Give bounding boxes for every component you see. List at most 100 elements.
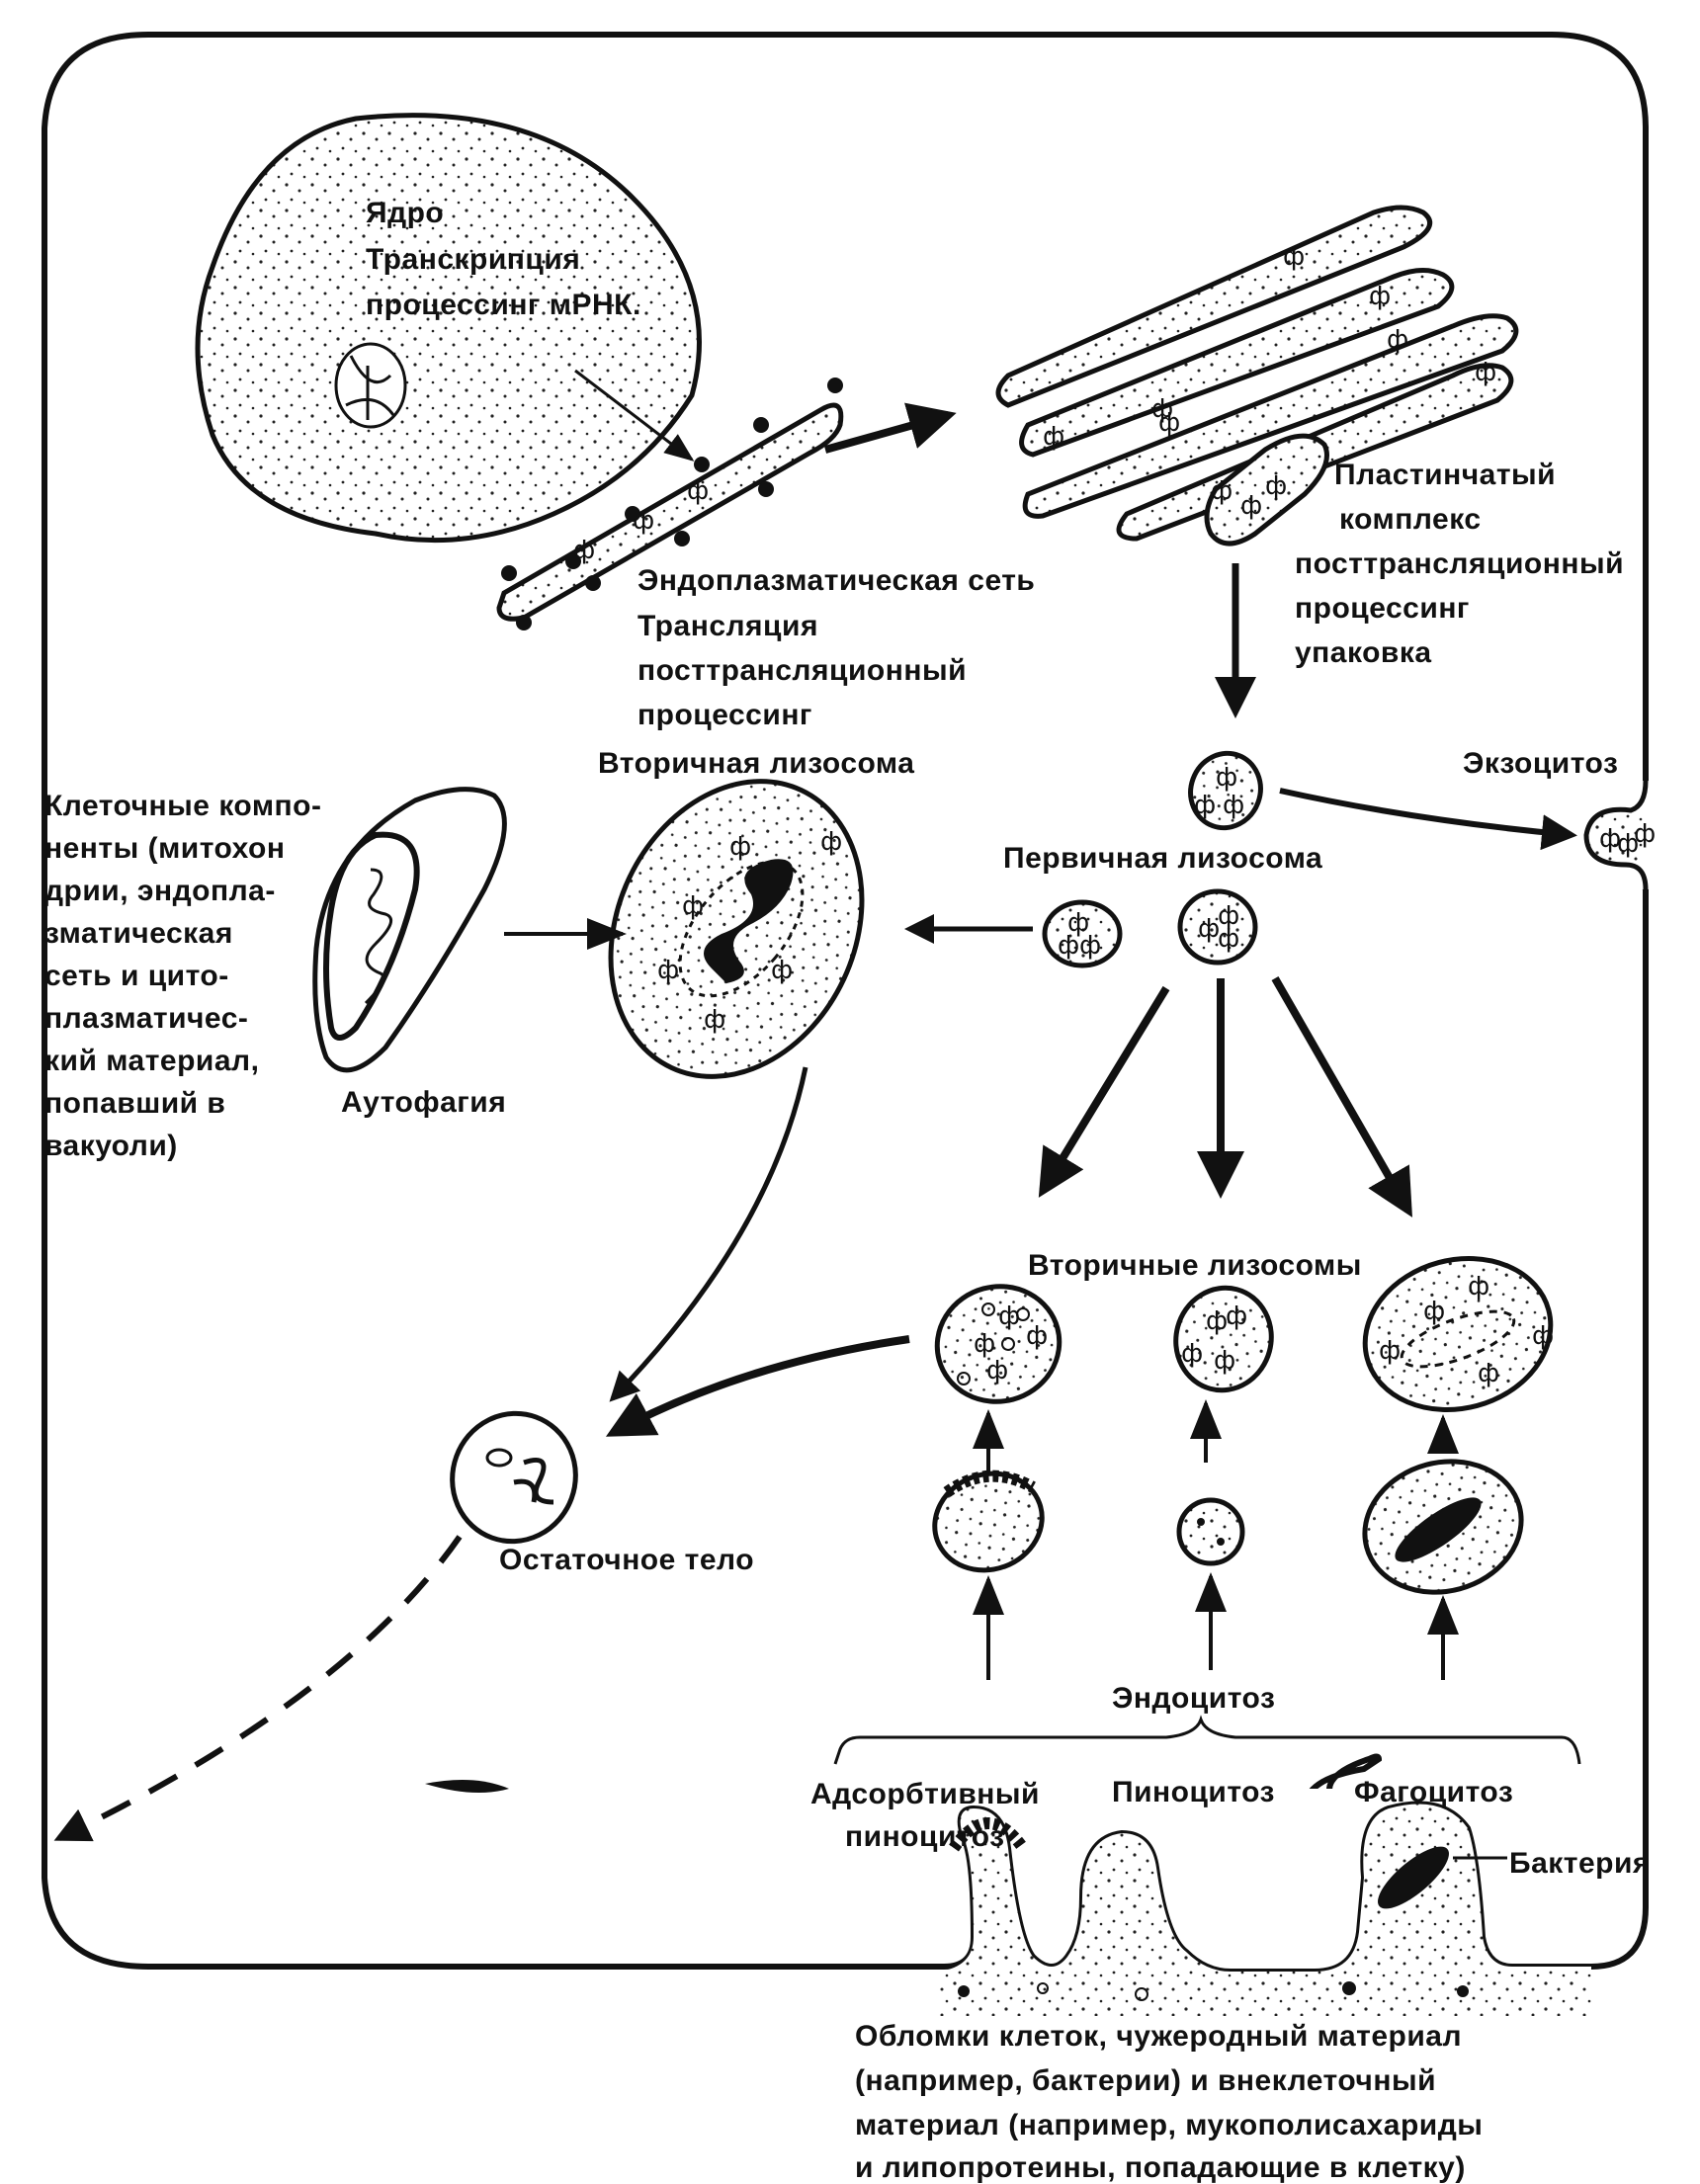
enzyme-symbol: ф	[820, 827, 842, 857]
secondary-lysosome-autophagy: ф ф ф ф ф ф	[608, 779, 865, 1079]
enzyme-symbol: ф	[1599, 824, 1621, 854]
primary-lysosome-left: ф ф ф	[1042, 899, 1123, 968]
enzyme-symbol: ф	[1468, 1272, 1489, 1302]
svg-text:попавший в: попавший в	[44, 1087, 225, 1120]
adsorptive-coat	[949, 1817, 1028, 1852]
enzyme-symbol: ф	[1634, 819, 1656, 849]
enzyme-symbol: ф	[687, 476, 709, 506]
bacterium-icon	[1378, 1846, 1449, 1909]
secondary-lysosome-pino: ф ф ф ф	[1173, 1285, 1274, 1393]
enzyme-symbol: ф	[771, 956, 793, 985]
enzyme-symbol: ф	[1216, 763, 1237, 793]
exocytosis-label: Экзоцитоз	[1463, 747, 1618, 780]
endocytic-vesicle-phago	[1362, 1459, 1524, 1595]
er-label: Эндоплазматическая сеть Трансляция постт…	[638, 564, 1035, 731]
svg-text:ненты (митохон: ненты (митохон	[44, 832, 285, 865]
endocytosis-bracket	[833, 1715, 1581, 1765]
bacterium-label: Бактерия	[1509, 1847, 1651, 1880]
svg-text:(например, бактерии) и внеклет: (например, бактерии) и внеклеточный	[855, 2064, 1436, 2097]
enzyme-symbol: ф	[1475, 358, 1496, 387]
nucleus-to-er-arrow	[574, 369, 695, 462]
exocytosis-vesicle	[1583, 780, 1649, 890]
enzyme-symbol: ф	[1423, 1297, 1445, 1326]
enzyme-symbol: ф	[1379, 1336, 1401, 1366]
endoplasmic-reticulum: ф ф ф	[496, 378, 844, 630]
exocytosis-dashed-path	[53, 1535, 463, 1842]
enzyme-symbol: ф	[1043, 422, 1064, 452]
endocytic-vesicle-adsorptive	[932, 1470, 1045, 1573]
svg-text:Пластинчатый: Пластинчатый	[1334, 459, 1556, 491]
enzyme-symbol: ф	[1181, 1339, 1203, 1369]
enzyme-symbol: ф	[974, 1329, 995, 1359]
svg-text:дрии, эндопла-: дрии, эндопла-	[44, 875, 276, 907]
nucleus-label: Ядро Транскрипция процессинг мРНК.	[366, 197, 641, 321]
enzyme-symbol: ф	[1532, 1321, 1554, 1351]
enzyme-symbol: ф	[1223, 791, 1244, 820]
svg-text:зматическая: зматическая	[44, 917, 233, 950]
enzyme-symbol: ф	[1369, 282, 1391, 311]
enzyme-symbol: ф	[573, 536, 595, 565]
enzyme-symbol: ф	[998, 1302, 1020, 1331]
secondary-lysosome-label: Вторичная лизосома	[598, 747, 914, 780]
cell-components-label: Клеточные компо- ненты (митохон дрии, эн…	[44, 790, 321, 1162]
autophagic-vacuole	[312, 787, 507, 1073]
secondary-lysosomes-label: Вторичные лизосомы	[1028, 1249, 1362, 1282]
enzyme-symbol: ф	[1617, 829, 1639, 859]
primary-lysosome-top: ф ф ф	[1188, 750, 1263, 831]
endocytic-to-residual-arrow	[605, 1335, 910, 1437]
secondary-lysosome-phago: ф ф ф ф ф	[1362, 1255, 1554, 1413]
primary-lysosome-label: Первичная лизосома	[1003, 842, 1322, 875]
enzyme-symbol: ф	[1067, 908, 1089, 938]
svg-text:пиноцитоз: пиноцитоз	[845, 1820, 1005, 1853]
autophagy-label: Аутофагия	[341, 1086, 506, 1119]
svg-text:материал (например, мукополиса: материал (например, мукополисахариды	[855, 2109, 1483, 2142]
enzyme-symbol: ф	[682, 891, 704, 921]
enzyme-symbol: ф	[1058, 931, 1079, 961]
enzyme-symbol: ф	[1240, 491, 1262, 521]
er-to-golgi-arrow	[823, 402, 957, 454]
extracellular-particles	[958, 1981, 1469, 2001]
svg-text:процессинг мРНК.: процессинг мРНК.	[366, 289, 641, 321]
phagocytosis-label: Фагоцитоз	[1354, 1776, 1513, 1808]
nucleolus-icon	[334, 342, 407, 429]
enzyme-symbol: ф	[1265, 471, 1287, 501]
enzyme-symbol: ф	[1478, 1359, 1499, 1388]
svg-text:посттрансляционный: посттрансляционный	[638, 654, 967, 687]
adsorptive-pinocytosis-label: Адсорбтивный пиноцитоз	[810, 1778, 1040, 1853]
residual-body-label: Остаточное тело	[499, 1544, 754, 1576]
enzyme-symbol: ф	[1198, 914, 1220, 944]
enzyme-symbol: ф	[1387, 325, 1408, 355]
enzyme-symbol: ф	[657, 956, 679, 985]
svg-text:Обломки клеток, чужеродный мат: Обломки клеток, чужеродный материал	[855, 2020, 1462, 2053]
endocytosis-label: Эндоцитоз	[1112, 1682, 1275, 1715]
lysosome-to-exocytosis-arrow	[1279, 788, 1577, 851]
svg-text:плазматичес-: плазматичес-	[44, 1002, 248, 1035]
svg-text:процессинг: процессинг	[638, 699, 812, 731]
enzyme-symbol: ф	[1151, 394, 1173, 424]
cell-debris-mark	[425, 1780, 509, 1793]
secondary-to-residual-arrow	[609, 1066, 808, 1402]
svg-text:Ядро: Ядро	[366, 197, 444, 229]
svg-text:Эндоплазматическая сеть: Эндоплазматическая сеть	[638, 564, 1035, 597]
golgi-complex: ф ф ф ф ф ф ф ф ф ф	[995, 205, 1519, 546]
svg-text:Транскрипция: Транскрипция	[366, 243, 580, 276]
nucleus	[195, 113, 702, 544]
enzyme-symbol: ф	[986, 1356, 1008, 1386]
debris-label: Обломки клеток, чужеродный материал (нап…	[855, 2020, 1483, 2184]
svg-text:комплекс: комплекс	[1339, 503, 1482, 536]
enzyme-symbol: ф	[1079, 931, 1101, 961]
enzyme-symbol: ф	[1194, 791, 1216, 820]
golgi-label: Пластинчатый комплекс посттрансляционный…	[1295, 459, 1624, 669]
svg-text:процессинг: процессинг	[1295, 592, 1470, 625]
svg-text:кий материал,: кий материал,	[44, 1045, 259, 1077]
enzyme-symbol: ф	[1218, 901, 1239, 931]
enzyme-symbol: ф	[1206, 1306, 1228, 1336]
secondary-lysosome-adsorptive: ф ф ф ф	[934, 1284, 1062, 1404]
svg-text:Адсорбтивный: Адсорбтивный	[810, 1778, 1040, 1810]
enzyme-symbol: ф	[1158, 408, 1180, 438]
enzyme-symbol: ф	[1026, 1321, 1048, 1351]
primary-lysosome-center: ф ф ф	[1177, 888, 1258, 966]
enzyme-symbol: ф	[1226, 1302, 1247, 1331]
endocytic-vesicle-pino	[1176, 1497, 1245, 1566]
